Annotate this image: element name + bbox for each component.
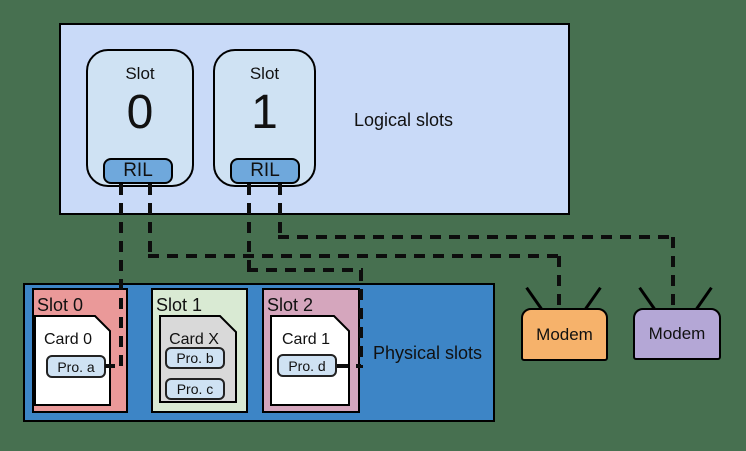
antenna-icon xyxy=(525,286,543,310)
profile-pro-c: Pro. c xyxy=(165,378,225,400)
antenna-icon xyxy=(695,286,713,310)
connector-prod-stub xyxy=(337,364,345,368)
connector-ril0-modem0-horizontal xyxy=(148,254,561,258)
connector-proa-stub xyxy=(105,364,115,368)
sim-card-0-label: Card 0 xyxy=(43,331,93,348)
sim-card-1-label: Card 1 xyxy=(281,331,331,348)
physical-slot-1-label: Slot 1 xyxy=(156,295,203,315)
logical-slot-0-number: 0 xyxy=(126,86,154,139)
logical-slot-1-title: Slot xyxy=(249,64,280,83)
modem-1: Modem xyxy=(633,308,721,360)
antenna-icon xyxy=(584,286,602,310)
connector-ril1-modem1-horizontal xyxy=(278,235,676,239)
connector-ril0-modem0-vertical xyxy=(557,256,561,309)
ril-badge-0: RIL xyxy=(103,158,173,184)
physical-slot-2-label: Slot 2 xyxy=(267,295,314,315)
profile-pro-d: Pro. d xyxy=(277,354,337,377)
logical-slot-1-number: 1 xyxy=(251,86,278,139)
modem-0: Modem xyxy=(521,308,608,361)
connector-prod-link xyxy=(337,364,361,368)
antenna-icon xyxy=(638,286,656,310)
connector-ril1-modem1-vertical xyxy=(671,237,675,309)
connector-ril0-proa-vertical xyxy=(119,184,123,368)
connector-ril1-prod-drop xyxy=(247,184,251,270)
connector-ril0-modem0-drop xyxy=(148,184,152,256)
connector-ril1-prod-horizontal xyxy=(247,268,363,272)
logical-slot-0-title: Slot xyxy=(125,64,155,83)
connector-ril1-modem1-drop xyxy=(278,184,282,237)
logical-section-label: Logical slots xyxy=(354,110,454,130)
physical-section-label: Physical slots xyxy=(373,343,483,363)
profile-pro-b: Pro. b xyxy=(165,347,225,369)
physical-slot-0-label: Slot 0 xyxy=(37,295,84,315)
ril-badge-1: RIL xyxy=(230,158,300,184)
profile-pro-a: Pro. a xyxy=(46,355,106,378)
sim-card-x-label: Card X xyxy=(169,331,219,348)
connector-ril1-prod-vertical xyxy=(359,270,363,368)
